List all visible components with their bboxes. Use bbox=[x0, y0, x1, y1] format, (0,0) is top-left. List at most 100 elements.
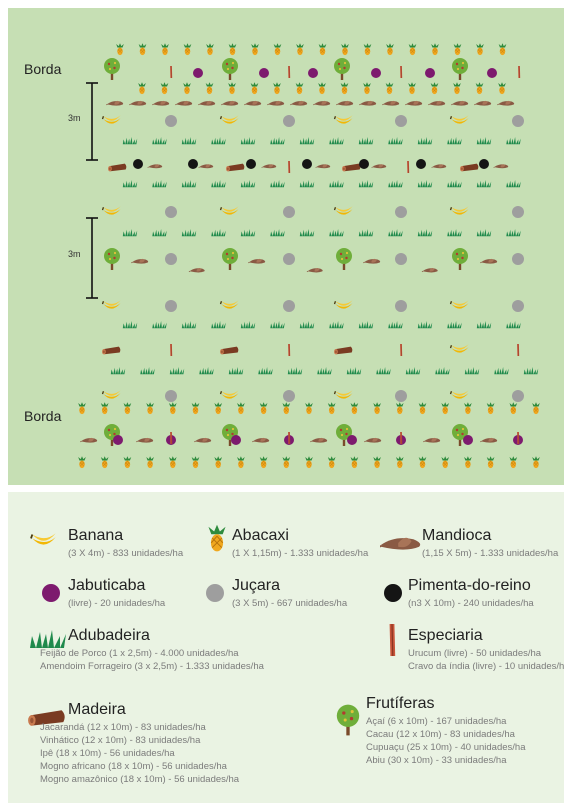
grass-mark bbox=[317, 367, 331, 374]
pineapple-icon bbox=[206, 522, 228, 556]
spice-mark bbox=[400, 432, 402, 444]
grass-mark bbox=[211, 321, 225, 328]
legend-spec-jabuticaba: (livre) - 20 unidades/ha bbox=[68, 597, 165, 610]
grass-mark bbox=[347, 367, 361, 374]
grass-mark bbox=[258, 367, 272, 374]
pineapple-mark bbox=[184, 43, 192, 55]
pineapple-mark bbox=[305, 402, 313, 414]
log-mark bbox=[460, 164, 478, 172]
fruit-tree-mark bbox=[222, 248, 238, 270]
pineapple-mark bbox=[408, 82, 416, 94]
pineapple-mark bbox=[319, 43, 327, 55]
grass-mark bbox=[388, 137, 402, 144]
fruit-tree-mark bbox=[104, 58, 120, 80]
grass-mark bbox=[388, 321, 402, 328]
grass-mark bbox=[329, 137, 343, 144]
gray-dot-icon bbox=[204, 582, 226, 604]
legend-spec-especiaria-2: Cravo da índia (livre) - 10 unidades/ha bbox=[408, 660, 564, 673]
banana-mark bbox=[221, 206, 239, 214]
cassava-mark bbox=[129, 101, 146, 106]
pineapple-mark bbox=[431, 82, 439, 94]
jabuticaba-mark bbox=[371, 68, 381, 78]
banana-mark bbox=[221, 115, 239, 123]
pimenta-mark bbox=[416, 159, 426, 169]
cassava-mark bbox=[189, 268, 205, 272]
pineapple-mark bbox=[161, 82, 169, 94]
pineapple-mark bbox=[341, 82, 349, 94]
grass-mark bbox=[182, 321, 196, 328]
fruit-tree-mark bbox=[222, 58, 238, 80]
jucara-mark bbox=[283, 115, 295, 127]
grass-mark bbox=[506, 137, 520, 144]
pineapple-mark bbox=[409, 43, 417, 55]
grass-mark bbox=[241, 137, 255, 144]
banana-mark bbox=[335, 206, 353, 214]
log-mark bbox=[102, 347, 120, 355]
jucara-mark bbox=[165, 115, 177, 127]
legend-spec-madeira-3: Ipê (18 x 10m) - 56 unidades/ha bbox=[40, 747, 175, 760]
pineapple-mark bbox=[499, 43, 507, 55]
pineapple-mark bbox=[116, 43, 124, 55]
grass-mark bbox=[300, 137, 314, 144]
jucara-mark bbox=[512, 206, 524, 218]
pimenta-mark bbox=[302, 159, 312, 169]
spice-mark bbox=[517, 344, 519, 356]
purple-dot-icon bbox=[40, 582, 62, 604]
pineapple-mark bbox=[532, 402, 540, 414]
pineapple-mark bbox=[419, 402, 427, 414]
cassava-mark bbox=[262, 164, 277, 168]
legend-spec-pimenta: (n3 X 10m) - 240 unidades/ha bbox=[408, 597, 534, 610]
pineapple-mark bbox=[464, 402, 472, 414]
banana-mark bbox=[103, 300, 121, 308]
jabuticaba-mark bbox=[347, 435, 357, 445]
jucara-mark bbox=[395, 206, 407, 218]
pineapple-mark bbox=[274, 43, 282, 55]
jucara-mark bbox=[395, 300, 407, 312]
grass-mark bbox=[140, 367, 154, 374]
banana-mark bbox=[451, 115, 469, 123]
pineapple-mark bbox=[364, 43, 372, 55]
grass-mark bbox=[270, 229, 284, 236]
grass-mark bbox=[229, 367, 243, 374]
legend-spec-especiaria-1: Urucum (livre) - 50 unidades/ha bbox=[408, 647, 541, 660]
cassava-mark bbox=[422, 268, 438, 272]
cassava-mark bbox=[175, 101, 192, 106]
jabuticaba-mark bbox=[463, 435, 473, 445]
pineapple-mark bbox=[282, 456, 290, 468]
pineapple-mark bbox=[183, 82, 191, 94]
grass-mark bbox=[182, 229, 196, 236]
pineapple-mark bbox=[363, 82, 371, 94]
grass-mark bbox=[447, 229, 461, 236]
spice-mark bbox=[170, 432, 172, 444]
grass-mark bbox=[418, 180, 432, 187]
jucara-mark bbox=[283, 206, 295, 218]
spice-icon bbox=[382, 622, 402, 658]
jucara-mark bbox=[512, 390, 524, 402]
banana-mark bbox=[451, 344, 469, 352]
grass-mark bbox=[524, 367, 538, 374]
legend: Banana (3 X 4m) - 833 unidades/ha Abacax… bbox=[8, 492, 564, 803]
cassava-mark bbox=[316, 164, 331, 168]
cassava-mark bbox=[494, 164, 509, 168]
pineapple-mark bbox=[78, 402, 86, 414]
grass-mark bbox=[329, 229, 343, 236]
pineapple-mark bbox=[192, 456, 200, 468]
jucara-mark bbox=[395, 115, 407, 127]
jucara-mark bbox=[165, 300, 177, 312]
grass-mark bbox=[477, 229, 491, 236]
pineapple-mark bbox=[260, 402, 268, 414]
cassava-mark bbox=[451, 101, 468, 106]
legend-spec-madeira-2: Vinhático (12 x 10m) - 83 unidades/ha bbox=[40, 734, 200, 747]
pimenta-mark bbox=[133, 159, 143, 169]
pineapple-mark bbox=[214, 456, 222, 468]
grass-mark bbox=[123, 137, 137, 144]
pineapple-mark bbox=[282, 402, 290, 414]
spice-mark bbox=[288, 432, 290, 444]
grass-mark bbox=[418, 137, 432, 144]
pineapple-mark bbox=[296, 43, 304, 55]
banana-mark bbox=[335, 300, 353, 308]
pineapple-mark bbox=[146, 402, 154, 414]
cassava-mark bbox=[267, 101, 284, 106]
cassava-mark bbox=[106, 101, 123, 106]
legend-name-especiaria: Especiaria bbox=[408, 627, 483, 645]
